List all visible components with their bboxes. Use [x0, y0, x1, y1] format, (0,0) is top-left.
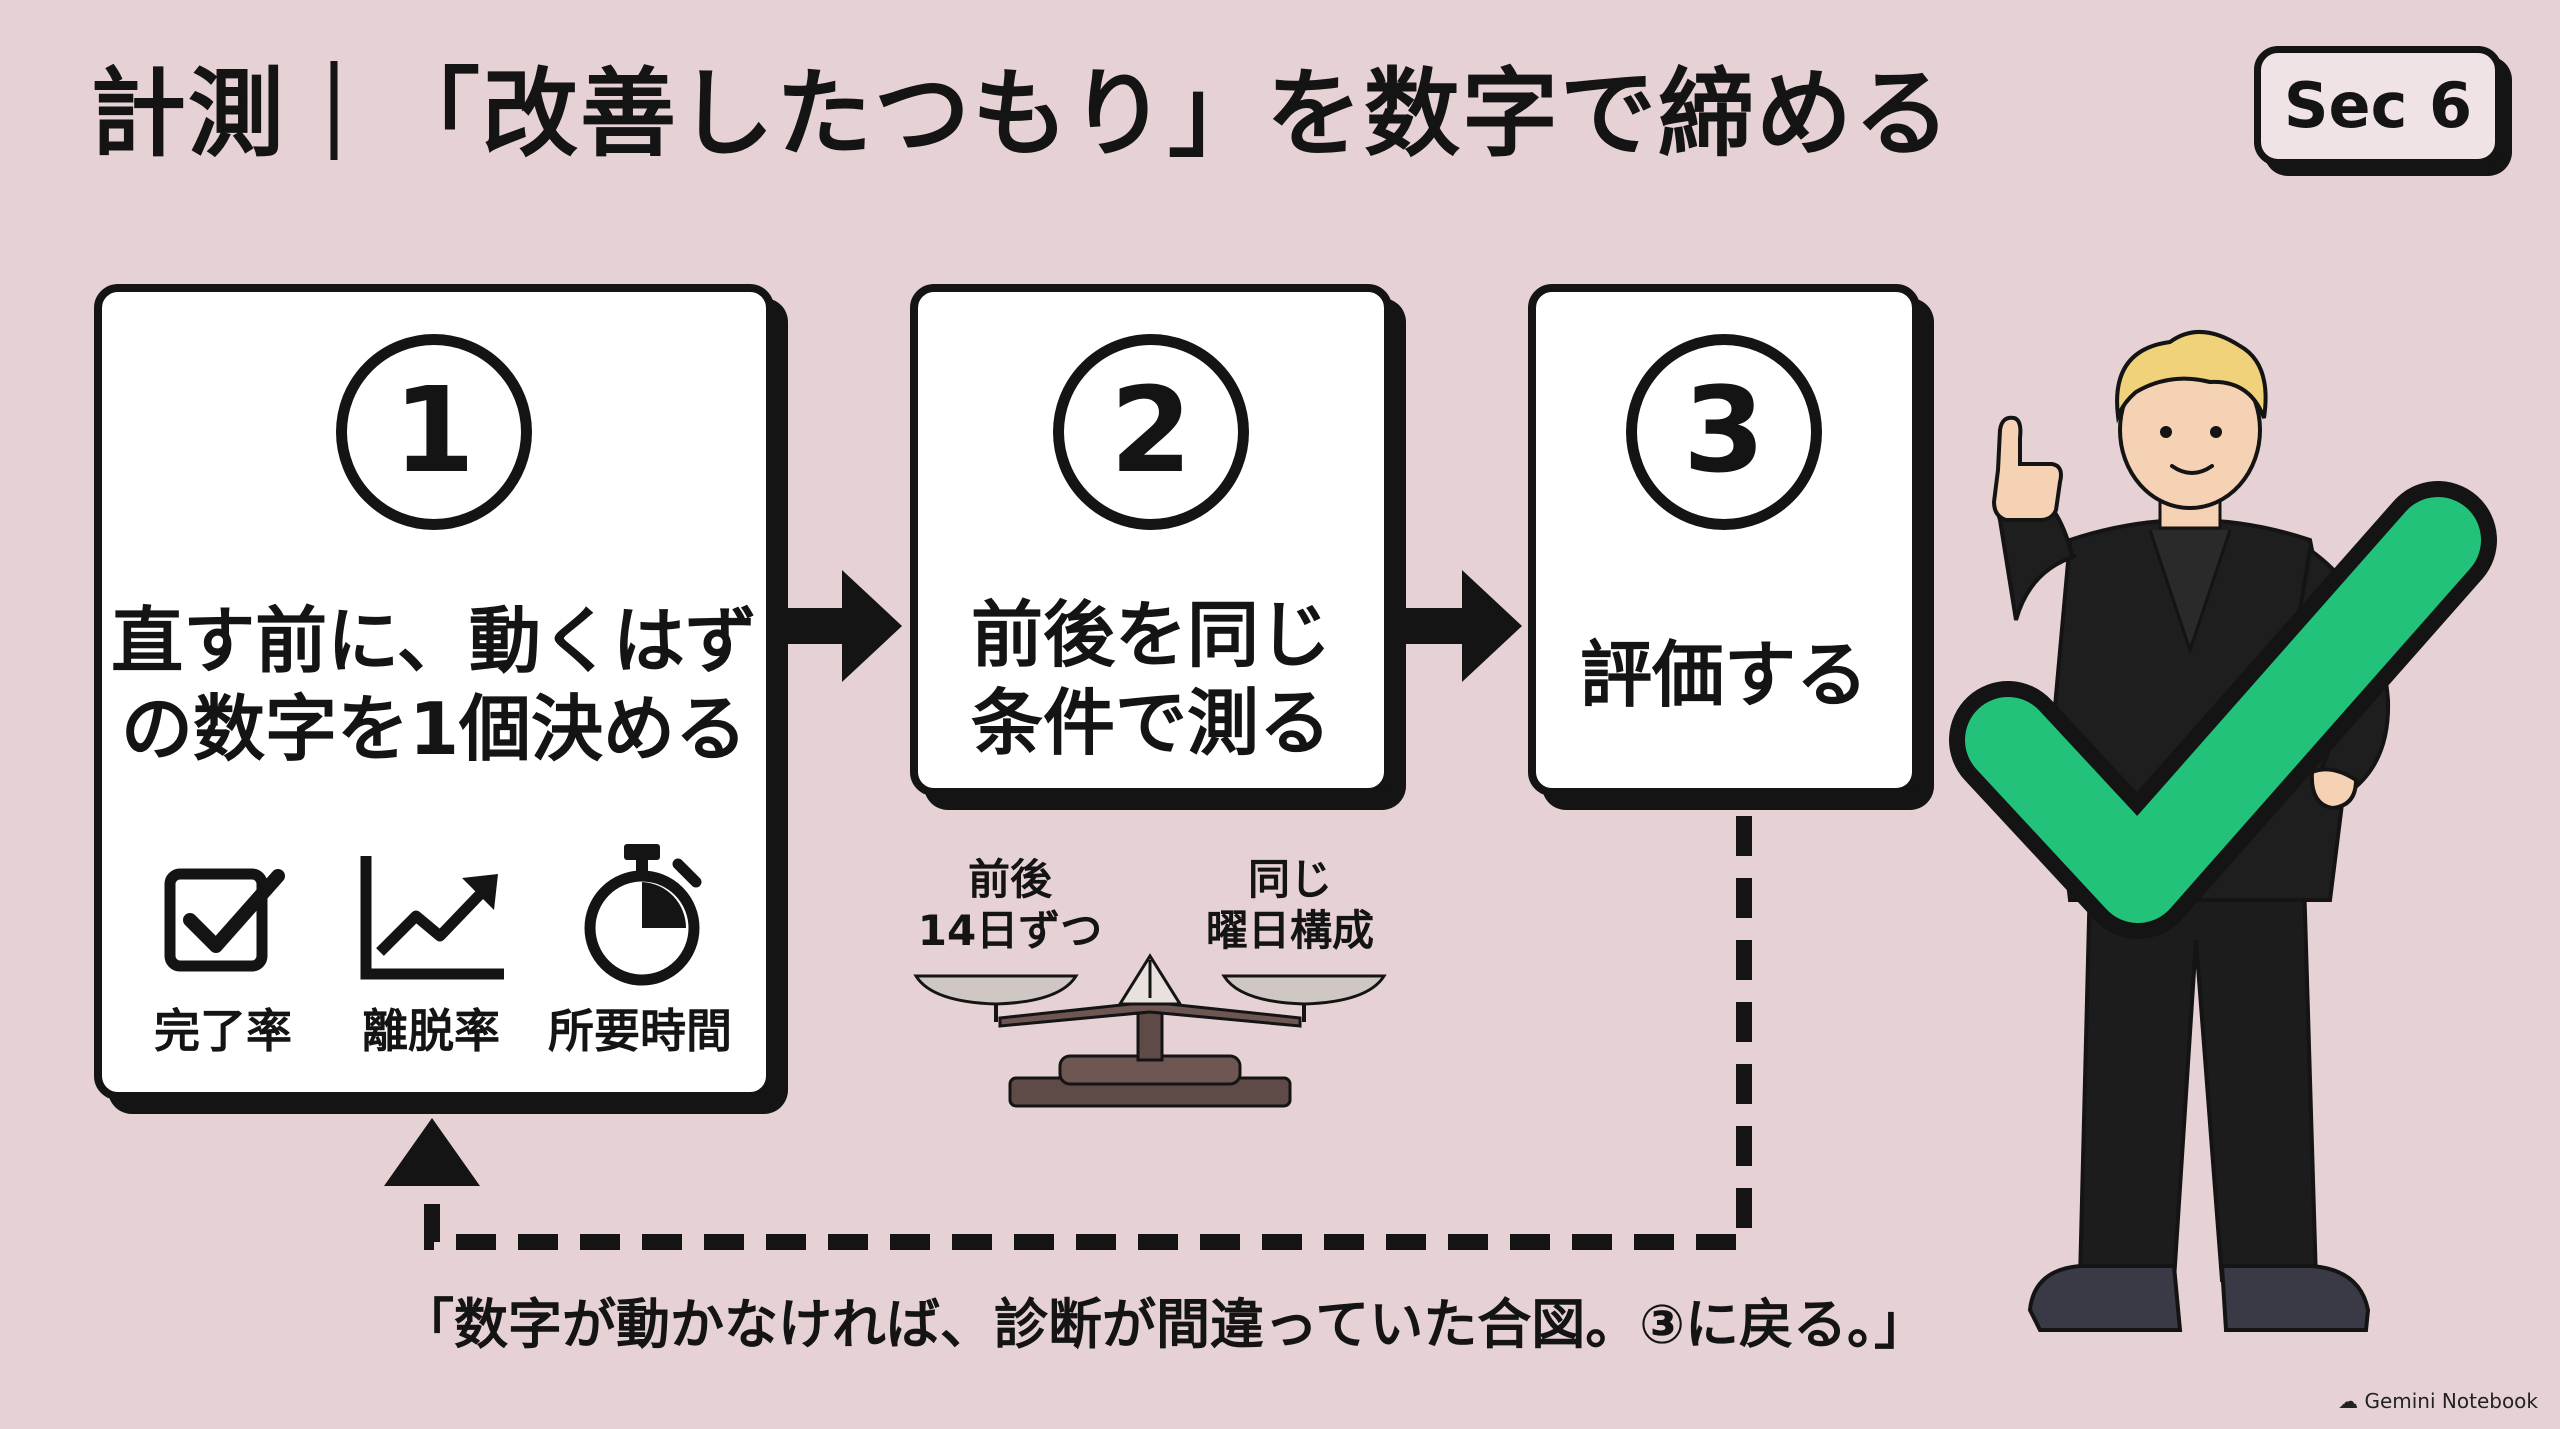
credit-label: ☁ Gemini Notebook — [2338, 1389, 2538, 1413]
arrow-step2-to-step3 — [1404, 570, 1522, 682]
step-3-number: 3 — [1626, 334, 1822, 530]
metric-completion-rate: 完了率 — [154, 1004, 292, 1058]
footer-quote: 「数字が動かなければ、診断が間違っていた合図。③に戻る。」 — [400, 1293, 1929, 1356]
step-2-card: 2 前後を同じ 条件で測る — [910, 284, 1392, 796]
step-2-number: 2 — [1053, 334, 1249, 530]
stopwatch-icon — [584, 844, 702, 986]
gemini-logo-icon: ☁ — [2338, 1389, 2359, 1413]
scale-left-label: 前後 14日ずつ — [917, 855, 1103, 956]
arrow-step1-to-step2 — [784, 570, 902, 682]
metric-bounce-rate: 離脱率 — [362, 1004, 500, 1058]
page-title: 計測｜「改善したつもり」を数字で締める — [90, 58, 1952, 170]
check-mark-icon — [1949, 481, 2497, 939]
metric-time-required: 所要時間 — [548, 1004, 732, 1058]
checkbox-icon — [164, 868, 285, 972]
step-3-card: 3 評価する — [1528, 284, 1920, 796]
scale-right-label: 同じ 曜日構成 — [1205, 855, 1374, 956]
credit-text: Gemini Notebook — [2364, 1389, 2538, 1413]
balance-scale-icon — [913, 953, 1387, 1108]
section-badge: Sec 6 — [2254, 46, 2502, 166]
step-3-text: 評価する — [1579, 633, 1868, 717]
step-1-number: 1 — [336, 334, 532, 530]
trend-up-icon — [360, 856, 504, 980]
step-1-text: 直す前に、動くはず の数字を1個決める — [111, 599, 757, 771]
step-2-text: 前後を同じ 条件で測る — [970, 593, 1331, 765]
